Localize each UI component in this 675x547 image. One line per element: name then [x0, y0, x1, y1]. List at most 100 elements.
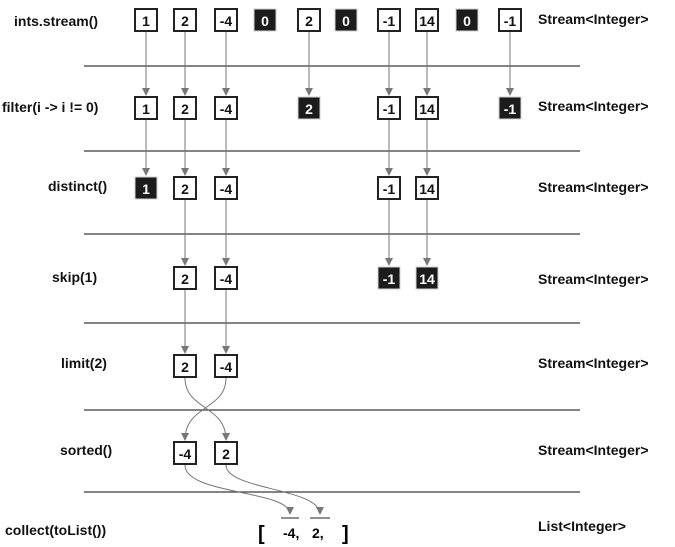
element-box: -1 — [498, 8, 522, 32]
kept-element-box — [173, 8, 197, 32]
element-value: 14 — [419, 181, 435, 197]
element-value: -4 — [220, 359, 233, 375]
element-box: 2 — [214, 441, 238, 465]
kept-element-box — [214, 266, 238, 290]
type-label-distinct: Stream<Integer> — [538, 179, 649, 195]
sort-crossing-arrow — [181, 377, 227, 441]
list-close-bracket: ] — [342, 523, 349, 545]
kept-element-box — [173, 176, 197, 200]
element-box: 14 — [415, 176, 439, 200]
kept-element-box — [173, 96, 197, 120]
element-box: -1 — [377, 96, 401, 120]
element-value: 14 — [419, 271, 435, 287]
op-label-sorted: sorted() — [60, 442, 112, 458]
element-box: 2 — [173, 176, 197, 200]
element-value: -1 — [504, 13, 517, 29]
element-value: -4 — [220, 271, 233, 287]
element-box: -1 — [498, 96, 522, 120]
element-value: -4 — [220, 181, 233, 197]
type-label-collect: List<Integer> — [538, 518, 626, 534]
element-value: -1 — [383, 271, 396, 287]
element-value: 2 — [181, 13, 189, 29]
element-box: 14 — [415, 8, 439, 32]
dropped-element-box — [455, 8, 479, 32]
element-value: 1 — [142, 101, 150, 117]
sort-crossing-arrow — [184, 377, 230, 441]
op-label-stream: ints.stream() — [14, 13, 98, 29]
op-label-limit: limit(2) — [61, 355, 107, 371]
list-item-2: 2, — [312, 525, 324, 541]
element-box: 2 — [173, 96, 197, 120]
element-value: -1 — [383, 181, 396, 197]
element-box: 0 — [455, 8, 479, 32]
type-label-limit: Stream<Integer> — [538, 355, 649, 371]
element-box: -4 — [214, 266, 238, 290]
element-value: -4 — [179, 446, 192, 462]
element-value: 2 — [305, 13, 313, 29]
element-boxes: 1 2 -4 0 2 0 -1 14 0 -1 1 2 -4 2 -1 14 -1 1 2 -4 -1 14 2 -4 -1 14… — [134, 8, 522, 465]
kept-element-box — [415, 8, 439, 32]
element-value: -4 — [220, 13, 233, 29]
element-value: -1 — [383, 13, 396, 29]
op-label-distinct: distinct() — [48, 178, 107, 194]
kept-element-box — [415, 176, 439, 200]
element-box: 14 — [415, 96, 439, 120]
element-box: 2 — [173, 266, 197, 290]
kept-element-box — [214, 354, 238, 378]
type-label-stream: Stream<Integer> — [538, 11, 649, 27]
element-value: -4 — [220, 101, 233, 117]
kept-element-box — [377, 176, 401, 200]
element-value: 2 — [181, 181, 189, 197]
element-box: -4 — [214, 176, 238, 200]
flow-arrows — [142, 32, 514, 515]
result-list: [ ] -4, 2, — [258, 517, 349, 545]
dropped-element-box — [415, 266, 439, 290]
element-box: 1 — [134, 176, 158, 200]
element-box: -4 — [214, 354, 238, 378]
dropped-element-box — [377, 266, 401, 290]
element-value: 2 — [181, 271, 189, 287]
element-value: -1 — [383, 101, 396, 117]
element-box: 2 — [173, 8, 197, 32]
element-box: 0 — [253, 8, 277, 32]
element-box: 0 — [334, 8, 358, 32]
element-value: -1 — [504, 101, 517, 117]
type-label-sorted: Stream<Integer> — [538, 442, 649, 458]
stage-separators — [84, 65, 580, 493]
element-box: 2 — [173, 354, 197, 378]
kept-element-box — [214, 8, 238, 32]
kept-element-box — [377, 96, 401, 120]
kept-element-box — [134, 96, 158, 120]
kept-element-box — [214, 96, 238, 120]
element-value: 0 — [342, 13, 350, 29]
element-box: 2 — [297, 96, 321, 120]
element-value: 14 — [419, 13, 435, 29]
element-value: 1 — [142, 13, 150, 29]
kept-element-box — [297, 8, 321, 32]
element-box: -1 — [377, 266, 401, 290]
kept-element-box — [173, 354, 197, 378]
element-value: 0 — [463, 13, 471, 29]
type-label-filter: Stream<Integer> — [538, 98, 649, 114]
dropped-element-box — [498, 96, 522, 120]
dropped-element-box — [253, 8, 277, 32]
dropped-element-box — [334, 8, 358, 32]
kept-element-box — [173, 266, 197, 290]
kept-element-box — [134, 8, 158, 32]
element-value: 2 — [181, 101, 189, 117]
element-box: 1 — [134, 96, 158, 120]
element-box: -4 — [173, 441, 197, 465]
kept-element-box — [214, 441, 238, 465]
op-label-filter: filter(i -> i != 0) — [2, 99, 98, 115]
element-box: 1 — [134, 8, 158, 32]
element-box: 2 — [297, 8, 321, 32]
op-label-skip: skip(1) — [52, 269, 97, 285]
kept-element-box — [214, 176, 238, 200]
element-box: -1 — [377, 8, 401, 32]
kept-element-box — [415, 96, 439, 120]
kept-element-box — [498, 8, 522, 32]
collect-arrow — [225, 464, 324, 515]
element-value: 2 — [181, 359, 189, 375]
element-value: 1 — [142, 181, 150, 197]
